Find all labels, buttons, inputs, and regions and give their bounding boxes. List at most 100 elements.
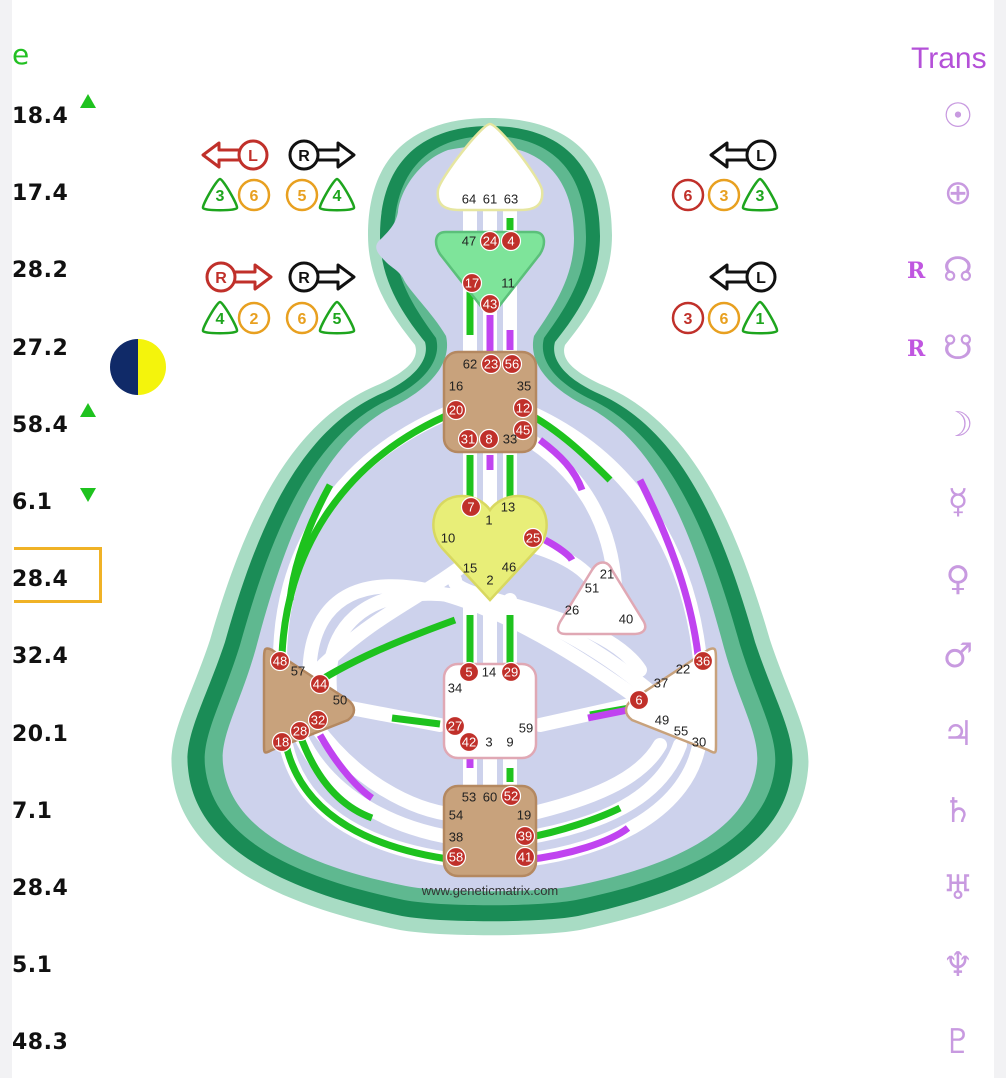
gate-16[interactable]: 16 [449, 379, 463, 394]
gate-55[interactable]: 55 [674, 724, 688, 739]
gate-10[interactable]: 10 [441, 531, 455, 546]
gate-39[interactable]: 39 [514, 825, 536, 847]
spleen-center[interactable] [262, 647, 356, 754]
moon-icon[interactable]: ☽ [942, 404, 974, 445]
gate-48[interactable]: 48 [269, 650, 291, 672]
gate-30[interactable]: 30 [692, 735, 706, 750]
solar-plexus-center[interactable] [624, 647, 718, 754]
left-value-row[interactable]: 20.1 [12, 721, 69, 747]
gate-12[interactable]: 12 [512, 397, 534, 419]
head-center[interactable] [436, 122, 544, 212]
gate-19[interactable]: 19 [517, 808, 531, 823]
root-center[interactable] [442, 784, 538, 878]
g-center[interactable] [432, 494, 548, 602]
left-value-row[interactable]: 7.1 [12, 798, 53, 824]
gate-53[interactable]: 53 [462, 790, 476, 805]
gate-43[interactable]: 43 [479, 293, 501, 315]
gate-41[interactable]: 41 [514, 846, 536, 868]
gate-9[interactable]: 9 [506, 735, 513, 750]
gate-27[interactable]: 27 [444, 715, 466, 737]
left-value-row[interactable]: 17.4 [12, 181, 69, 207]
gate-6[interactable]: 6 [628, 689, 650, 711]
left-value-row[interactable]: 28.4 [12, 567, 69, 593]
mercury-icon[interactable]: ☿ [947, 482, 969, 522]
gate-45[interactable]: 45 [512, 419, 534, 441]
gate-61[interactable]: 61 [483, 192, 497, 207]
gate-1[interactable]: 1 [485, 513, 492, 528]
gate-7[interactable]: 7 [460, 496, 482, 518]
gate-13[interactable]: 13 [501, 500, 515, 515]
gate-label: 16 [449, 379, 463, 394]
gate-17[interactable]: 17 [461, 272, 483, 294]
gate-15[interactable]: 15 [463, 561, 477, 576]
gate-50[interactable]: 50 [333, 693, 347, 708]
gate-8[interactable]: 8 [478, 428, 500, 450]
gate-22[interactable]: 22 [676, 662, 690, 677]
gate-23[interactable]: 23 [480, 353, 502, 375]
neptune-icon[interactable]: ♆ [942, 945, 974, 986]
throat-center[interactable] [442, 350, 538, 454]
uranus-icon[interactable]: ♅ [942, 868, 974, 908]
gate-64[interactable]: 64 [462, 192, 476, 207]
gate-52[interactable]: 52 [500, 785, 522, 807]
south-node-icon[interactable]: ☋ [942, 327, 974, 368]
left-value-row[interactable]: 58.4 [12, 412, 69, 438]
venus-icon[interactable]: ♀ [945, 559, 971, 600]
gate-46[interactable]: 46 [502, 560, 516, 575]
left-value-row[interactable]: 18.4 [12, 104, 69, 129]
gate-42[interactable]: 42 [458, 731, 480, 753]
gate-37[interactable]: 37 [654, 676, 668, 691]
gate-38[interactable]: 38 [449, 830, 463, 845]
gate-24[interactable]: 24 [479, 230, 501, 252]
gate-21[interactable]: 21 [600, 567, 614, 582]
left-value-row[interactable]: 28.2 [12, 258, 69, 284]
saturn-icon[interactable]: ♄ [942, 790, 974, 831]
transit-column-header[interactable]: Trans [911, 42, 987, 75]
gate-18[interactable]: 18 [271, 731, 293, 753]
mars-icon[interactable]: ♂ [942, 636, 974, 677]
gate-56[interactable]: 56 [501, 353, 523, 375]
gate-44[interactable]: 44 [309, 673, 331, 695]
gate-59[interactable]: 59 [519, 721, 533, 736]
gate-32[interactable]: 32 [307, 709, 329, 731]
gate-4[interactable]: 4 [500, 230, 522, 252]
gate-58[interactable]: 58 [445, 846, 467, 868]
gate-28[interactable]: 28 [289, 720, 311, 742]
gate-25[interactable]: 25 [522, 527, 544, 549]
sun-icon[interactable]: ☉ [942, 96, 974, 136]
pluto-icon[interactable]: ♇ [942, 1022, 974, 1063]
left-value-row[interactable]: 28.4 [12, 876, 69, 901]
jupiter-icon[interactable]: ♃ [942, 713, 974, 754]
left-value-row[interactable]: 32.4 [12, 644, 69, 670]
gate-34[interactable]: 34 [448, 681, 462, 696]
gate-60[interactable]: 60 [483, 790, 497, 805]
left-value-row[interactable]: 27.2 [12, 335, 69, 361]
gate-47[interactable]: 47 [462, 234, 476, 249]
north-node-icon[interactable]: ☊ [942, 250, 974, 291]
gate-14[interactable]: 14 [482, 665, 496, 680]
left-value-row[interactable]: 5.1 [12, 953, 53, 979]
gate-26[interactable]: 26 [565, 603, 579, 618]
gate-40[interactable]: 40 [619, 612, 633, 627]
left-value-row[interactable]: 48.3 [12, 1030, 69, 1056]
ego-center[interactable] [556, 561, 647, 636]
gate-57[interactable]: 57 [291, 664, 305, 679]
gate-63[interactable]: 63 [504, 192, 518, 207]
left-value-row[interactable]: 6.1 [12, 490, 53, 515]
selected-row-highlight[interactable] [14, 547, 102, 603]
gate-11[interactable]: 11 [501, 276, 515, 291]
gate-2[interactable]: 2 [486, 573, 493, 588]
gate-62[interactable]: 62 [463, 357, 477, 372]
gate-33[interactable]: 33 [503, 432, 517, 447]
gate-31[interactable]: 31 [457, 428, 479, 450]
gate-35[interactable]: 35 [517, 379, 531, 394]
gate-51[interactable]: 51 [585, 581, 599, 596]
gate-36[interactable]: 36 [692, 650, 714, 672]
gate-5[interactable]: 5 [458, 661, 480, 683]
earth-icon[interactable]: ⊕ [943, 173, 973, 214]
gate-54[interactable]: 54 [449, 808, 463, 823]
gate-3[interactable]: 3 [485, 735, 492, 750]
gate-49[interactable]: 49 [655, 713, 669, 728]
gate-20[interactable]: 20 [445, 399, 467, 421]
gate-29[interactable]: 29 [500, 661, 522, 683]
